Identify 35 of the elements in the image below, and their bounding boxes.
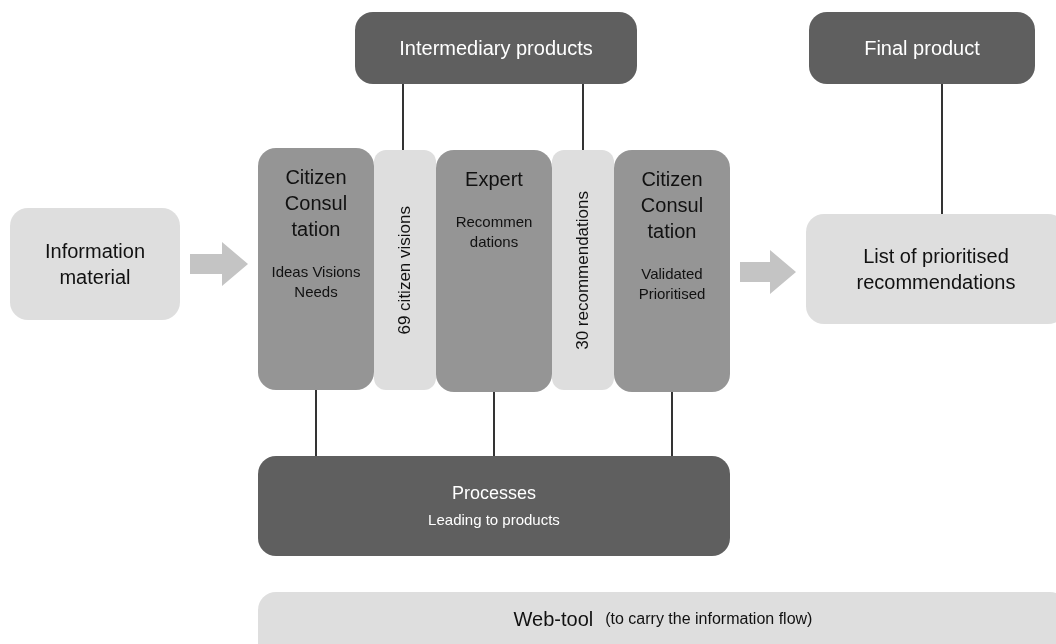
box-subtitle: Validated Prioritised bbox=[637, 264, 707, 305]
product-box bbox=[355, 12, 637, 84]
block-arrow bbox=[740, 250, 796, 294]
tool-bar bbox=[258, 592, 1056, 644]
band-label: 30 recommendations bbox=[573, 190, 593, 350]
box-subtitle: (to carry the information flow) bbox=[605, 609, 813, 630]
box-subtitle: Recommen dations bbox=[454, 212, 534, 253]
process-box bbox=[614, 150, 730, 392]
box-title: Information material bbox=[43, 239, 147, 290]
box-title: Citizen Consul tation bbox=[283, 165, 349, 242]
output-band bbox=[552, 150, 614, 390]
connector-line bbox=[941, 83, 943, 215]
process-box bbox=[436, 150, 552, 392]
block-arrow bbox=[190, 242, 248, 286]
connector-line bbox=[582, 83, 584, 151]
box-title: Final product bbox=[864, 36, 980, 61]
result-box bbox=[806, 214, 1056, 324]
product-box bbox=[809, 12, 1035, 84]
box-subtitle: Ideas Visions Needs bbox=[270, 262, 362, 303]
connector-line bbox=[671, 391, 673, 457]
output-band bbox=[374, 150, 436, 390]
process-bar bbox=[258, 456, 730, 556]
input-box bbox=[10, 208, 180, 320]
box-title: Intermediary products bbox=[399, 36, 593, 61]
connector-line bbox=[493, 391, 495, 457]
box-title: Expert bbox=[465, 167, 523, 192]
process-box bbox=[258, 148, 374, 390]
band-label: 69 citizen visions bbox=[395, 205, 415, 335]
box-title: Citizen Consul tation bbox=[639, 167, 705, 244]
box-subtitle: Leading to products bbox=[428, 509, 560, 530]
box-title: Web-tool bbox=[513, 607, 594, 632]
connector-line bbox=[315, 389, 317, 457]
box-title: Processes bbox=[451, 482, 536, 506]
box-title: List of prioritised recommendations bbox=[855, 244, 1017, 295]
connector-line bbox=[402, 83, 404, 151]
